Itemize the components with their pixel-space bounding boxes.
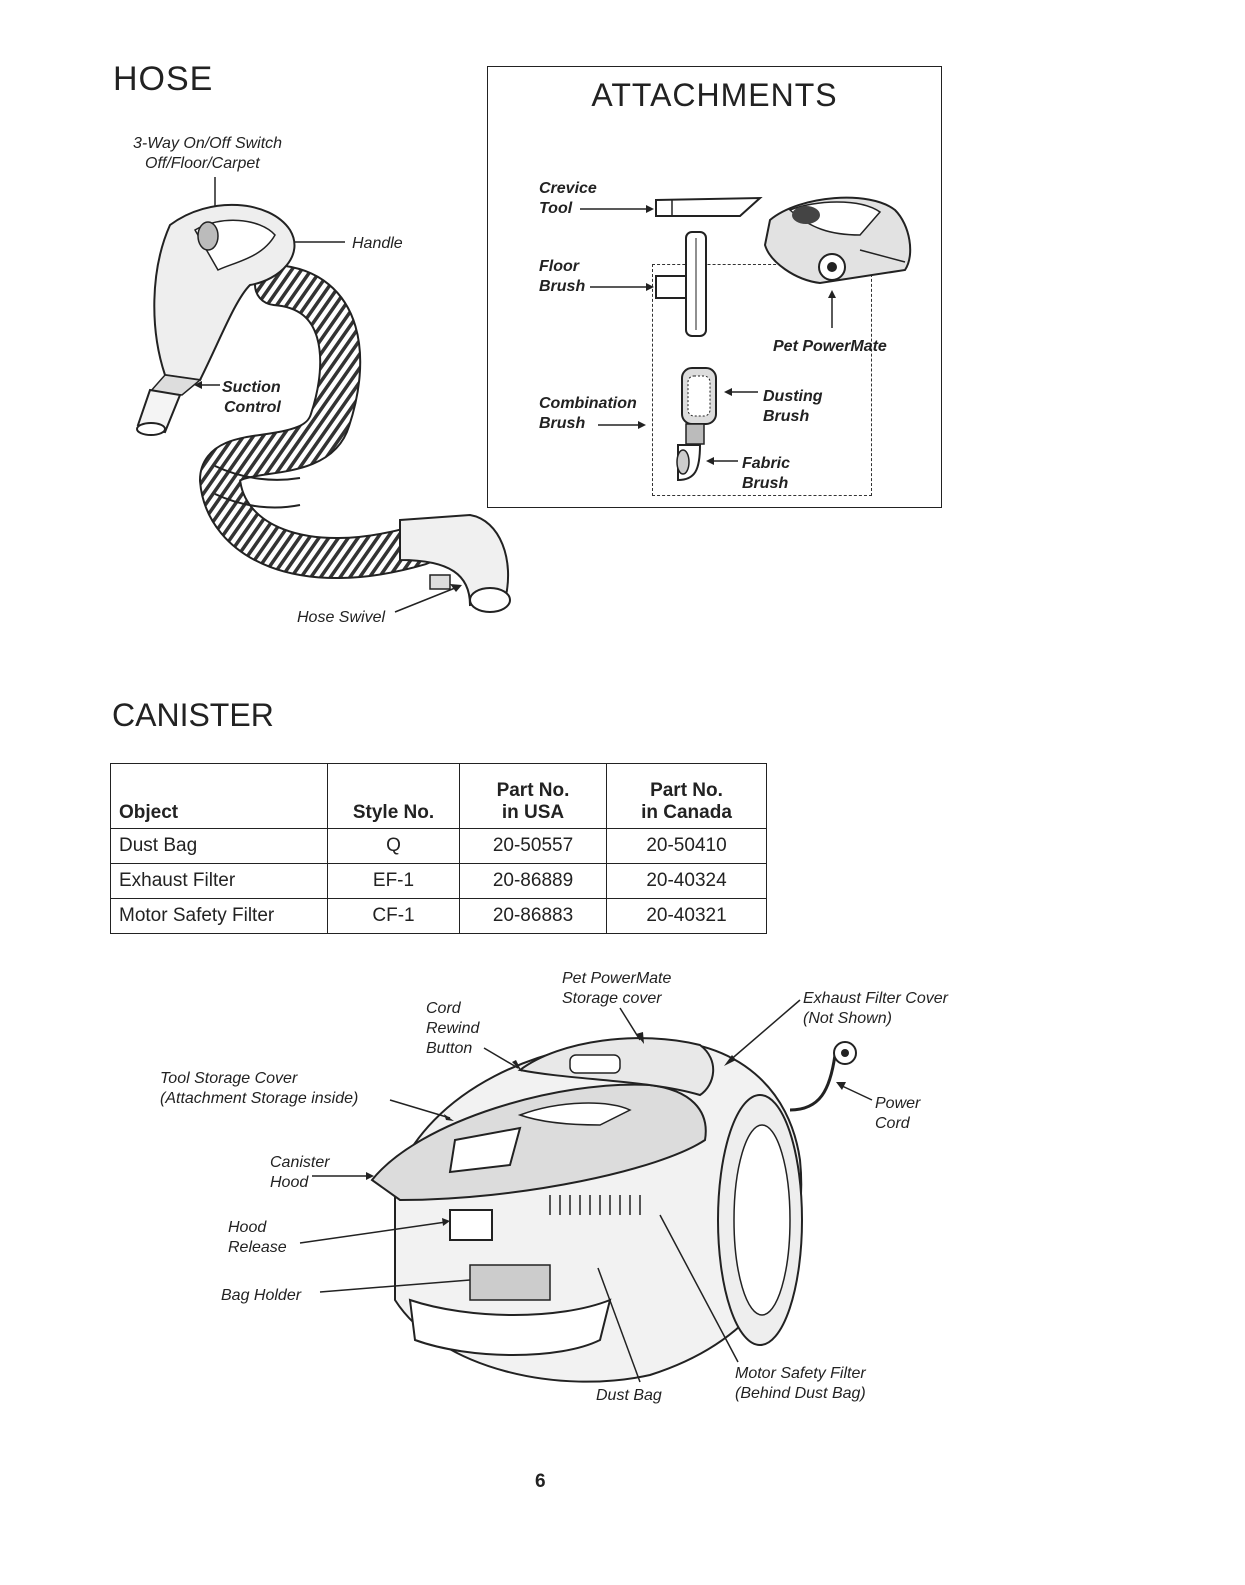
dust-bag-label: Dust Bag <box>596 1387 662 1404</box>
table-row: Exhaust Filter EF-1 20-86889 20-40324 <box>110 863 767 899</box>
floor-brush-label: Floor Brush <box>539 258 586 295</box>
table-cell: 20-50557 <box>459 828 607 864</box>
handle-label: Handle <box>352 235 403 252</box>
header-object: Object <box>110 763 328 829</box>
canister-hood-label: Canister Hood <box>270 1154 330 1191</box>
header-part-canada: Part No. in Canada <box>606 763 767 829</box>
table-cell: Q <box>327 828 460 864</box>
table-row: Dust Bag Q 20-50557 20-50410 <box>110 828 767 864</box>
parts-table: Object Style No. Part No. in USA Part No… <box>110 763 767 934</box>
table-cell: 20-86883 <box>459 898 607 934</box>
motor-safety-filter-label: Motor Safety Filter (Behind Dust Bag) <box>735 1365 866 1402</box>
power-cord-label: Power Cord <box>875 1095 921 1132</box>
table-cell: 20-86889 <box>459 863 607 899</box>
combination-brush-label: Combination Brush <box>539 395 637 432</box>
attachments-title: ATTACHMENTS <box>591 77 838 113</box>
fabric-brush-label: Fabric Brush <box>742 455 791 492</box>
table-cell: 20-40321 <box>606 898 767 934</box>
crevice-tool-label: Crevice Tool <box>539 180 597 217</box>
table-cell: CF-1 <box>327 898 460 934</box>
hose-swivel-label: Hose Swivel <box>297 609 386 626</box>
table-cell: 20-50410 <box>606 828 767 864</box>
table-header-row: Object Style No. Part No. in USA Part No… <box>110 763 767 829</box>
tool-storage-cover-label: Tool Storage Cover (Attachment Storage i… <box>160 1070 359 1107</box>
pet-powermate-label: Pet PowerMate <box>773 338 887 355</box>
page-number: 6 <box>535 1471 546 1492</box>
exhaust-filter-cover-label: Exhaust Filter Cover (Not Shown) <box>803 990 948 1027</box>
switch-label: 3-Way On/Off Switch Off/Floor/Carpet <box>133 135 283 172</box>
bag-holder-label: Bag Holder <box>221 1287 302 1304</box>
combination-brush-group <box>652 264 872 496</box>
table-cell: Motor Safety Filter <box>110 898 328 934</box>
attachments-illustration <box>580 196 912 482</box>
table-cell: Dust Bag <box>110 828 328 864</box>
suction-control-label: Suction Control <box>222 379 281 416</box>
cord-rewind-label: Cord Rewind Button <box>426 1000 480 1057</box>
canister-section-title: CANISTER <box>112 697 274 733</box>
attachments-panel: ATTACHMENTS <box>487 66 942 508</box>
hood-release-label: Hood Release <box>228 1219 287 1256</box>
hose-section-title: HOSE <box>113 60 214 98</box>
pet-storage-cover-label: Pet PowerMate Storage cover <box>562 970 672 1007</box>
hose-illustration <box>136 177 511 613</box>
dusting-brush-label: Dusting Brush <box>763 388 823 425</box>
table-row: Motor Safety Filter CF-1 20-86883 20-403… <box>110 898 767 934</box>
